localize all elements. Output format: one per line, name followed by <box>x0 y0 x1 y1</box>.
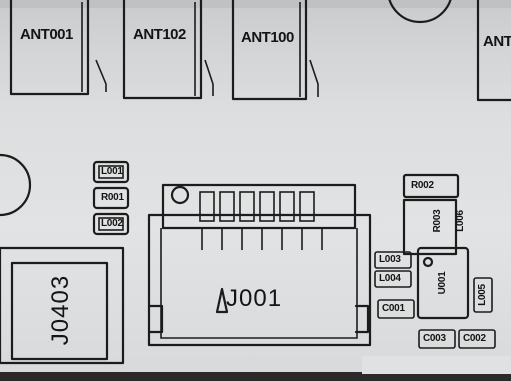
connector-label: J001 <box>226 285 283 312</box>
component-label-c003: C003 <box>423 333 446 344</box>
component-label-r002: R002 <box>411 180 434 191</box>
shield-can-outline <box>0 246 125 365</box>
antenna-pad-1 <box>9 0 107 96</box>
connector-outline <box>147 183 372 347</box>
antenna-pad-4 <box>476 0 511 102</box>
component-label-l001: L001 <box>101 166 123 177</box>
antenna-label-1: ANT001 <box>20 26 73 43</box>
antenna-pad-3 <box>231 0 319 101</box>
component-label-l003: L003 <box>379 254 401 265</box>
antenna-label-4: ANT <box>483 33 511 50</box>
component-label-c002: C002 <box>463 333 486 344</box>
antenna-pad-2 <box>122 0 214 100</box>
component-label-l004: L004 <box>379 273 401 284</box>
component-label-l002: L002 <box>101 218 123 229</box>
component-label-l005: L005 <box>477 284 488 306</box>
component-label-r001: R001 <box>101 192 124 203</box>
antenna-label-2: ANT102 <box>133 26 186 43</box>
component-label-u001: U001 <box>437 271 448 295</box>
antenna-label-3: ANT100 <box>241 29 294 46</box>
component-label-r003: R003 <box>432 209 443 233</box>
shield-can-label: J0403 <box>47 274 74 346</box>
component-label-c001: C001 <box>382 303 405 314</box>
component-label-l006: L006 <box>455 210 466 232</box>
